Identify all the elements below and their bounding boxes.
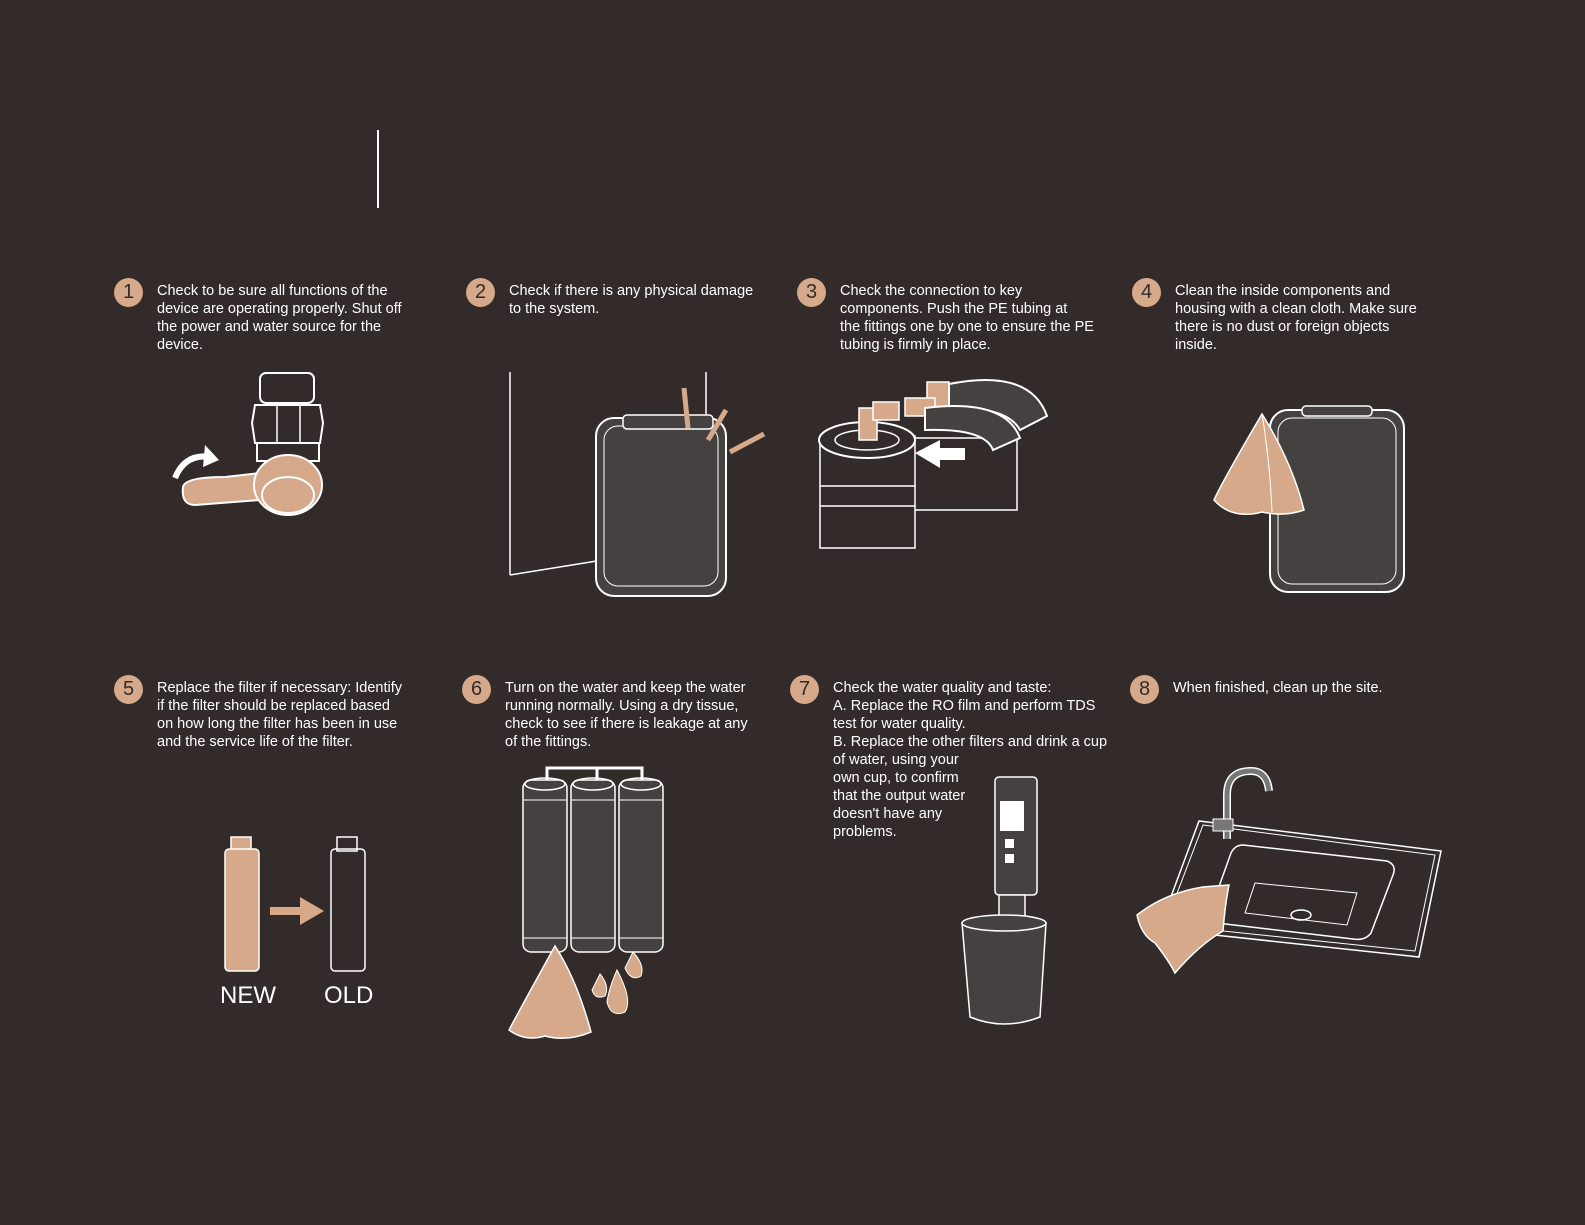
step-text: Clean the inside components and housing … xyxy=(1175,283,1417,353)
step-number-badge: 4 xyxy=(1132,278,1161,307)
tds-pen-icon xyxy=(958,775,1053,1030)
step-2: 2 Check if there is any physical damage … xyxy=(466,278,786,318)
tubing-connection-icon xyxy=(815,378,1060,553)
leak-check-icon xyxy=(505,760,680,1045)
cloth-cleaning-icon xyxy=(1212,402,1412,597)
new-filter-label: NEW xyxy=(220,982,276,1009)
step-4: 4 Clean the inside components and housin… xyxy=(1132,278,1452,354)
sink-cleaning-icon xyxy=(1135,765,1450,980)
step-1: 1 Check to be sure all functions of the … xyxy=(114,278,424,354)
step-text: Check the connection to key components. … xyxy=(840,283,1094,353)
step-text: Turn on the water and keep the water run… xyxy=(505,680,748,750)
step-number-badge: 1 xyxy=(114,278,143,307)
old-filter-label: OLD xyxy=(324,982,374,1009)
title-divider xyxy=(377,130,379,208)
step-text: Check if there is any physical damage to… xyxy=(509,283,754,317)
step-6: 6 Turn on the water and keep the water r… xyxy=(462,675,782,751)
step-8: 8 When finished, clean up the site. xyxy=(1130,675,1470,704)
step-number-badge: 2 xyxy=(466,278,495,307)
step-3: 3 Check the connection to key components… xyxy=(797,278,1117,354)
step-number-badge: 8 xyxy=(1130,675,1159,704)
step-number-badge: 6 xyxy=(462,675,491,704)
step-text: When finished, clean up the site. xyxy=(1173,680,1383,696)
step-text: Replace the filter if necessary: Identif… xyxy=(157,680,403,750)
step-7: 7 Check the water quality and taste: A. … xyxy=(790,675,1130,841)
step-text: Check to be sure all functions of the de… xyxy=(157,283,402,353)
valve-handle-icon xyxy=(165,365,335,530)
step-number-badge: 3 xyxy=(797,278,826,307)
step-5: 5 Replace the filter if necessary: Ident… xyxy=(114,675,434,751)
step-number-badge: 5 xyxy=(114,675,143,704)
step-number-badge: 7 xyxy=(790,675,819,704)
purifier-damage-icon xyxy=(508,370,778,605)
filter-replace-icon xyxy=(220,835,370,975)
step-text: Check the water quality and taste: A. Re… xyxy=(833,680,1108,840)
